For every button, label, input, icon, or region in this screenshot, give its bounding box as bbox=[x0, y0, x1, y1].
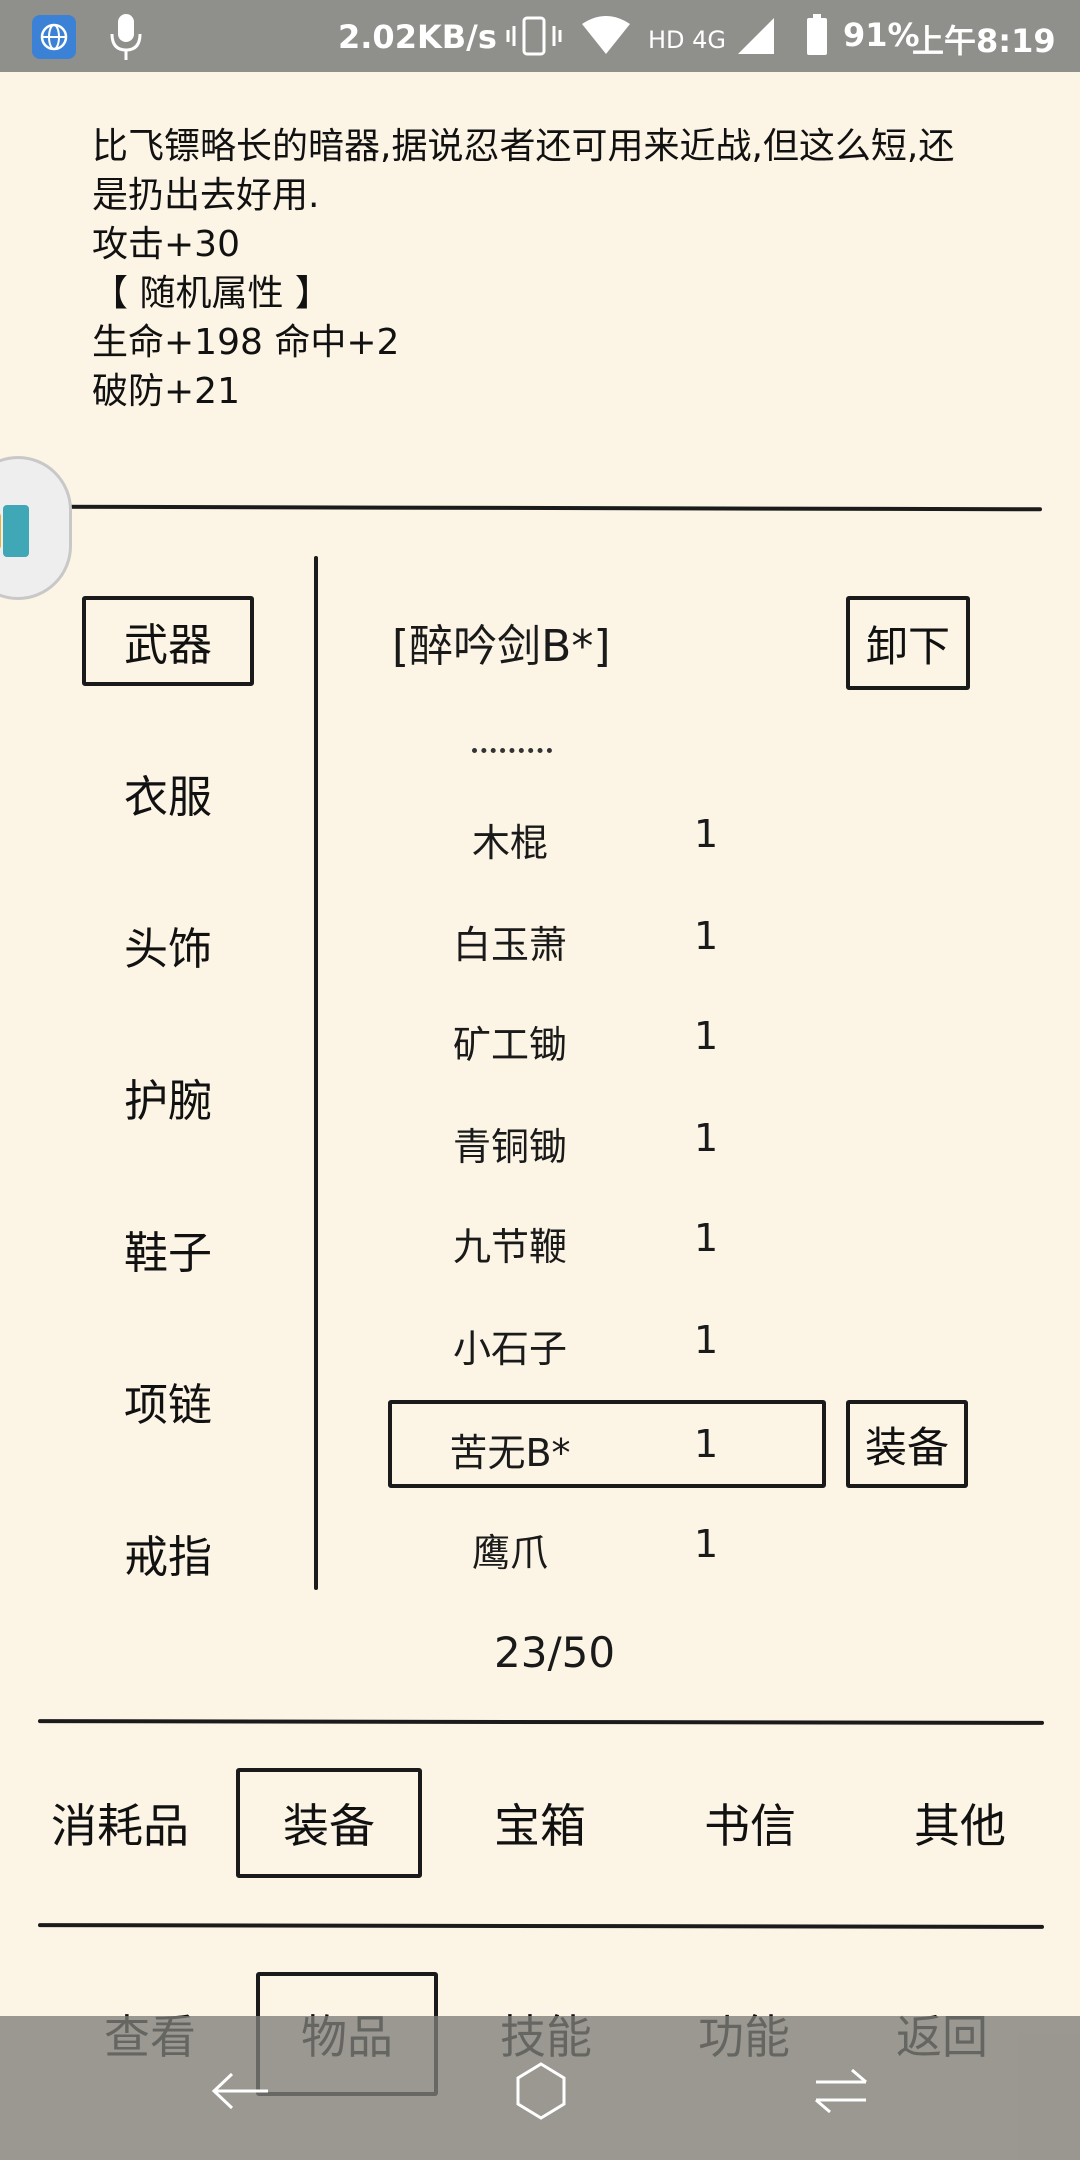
list-item[interactable]: 鹰爪 1 bbox=[388, 1500, 828, 1588]
item-quantity: 1 bbox=[694, 1422, 719, 1466]
list-item[interactable]: 青铜锄 1 bbox=[388, 1094, 828, 1182]
slot-label: 鞋子 bbox=[124, 1228, 212, 1279]
floating-assistant-mark bbox=[0, 513, 1, 549]
list-item-selected[interactable]: 苦无B* 1 bbox=[388, 1400, 826, 1488]
equipped-item-name: [醉吟剑B*] bbox=[392, 621, 611, 672]
recent-apps-icon[interactable] bbox=[806, 2056, 876, 2126]
tab-others[interactable]: 其他 bbox=[880, 1768, 1040, 1878]
vibrate-icon bbox=[506, 16, 562, 56]
divider-bottom bbox=[37, 1923, 1045, 1929]
slot-bracer[interactable]: 护腕 bbox=[82, 1052, 254, 1142]
item-name: 青铜锄 bbox=[452, 1125, 567, 1169]
network-speed: 2.02KB/s bbox=[338, 18, 497, 56]
list-item[interactable]: 白玉萧 1 bbox=[388, 892, 828, 980]
item-quantity: 1 bbox=[694, 1216, 719, 1260]
microphone-icon bbox=[110, 14, 142, 60]
equip-button[interactable]: 装备 bbox=[846, 1400, 968, 1488]
slot-shoes[interactable]: 鞋子 bbox=[82, 1204, 254, 1294]
floating-assistant-icon[interactable] bbox=[0, 456, 72, 600]
slot-label: 衣服 bbox=[124, 772, 212, 823]
item-name: 九节鞭 bbox=[452, 1225, 567, 1269]
battery-icon bbox=[807, 14, 827, 55]
item-name: 白玉萧 bbox=[452, 923, 567, 967]
tab-consumables[interactable]: 消耗品 bbox=[40, 1768, 200, 1878]
list-item[interactable]: 九节鞭 1 bbox=[388, 1194, 828, 1282]
unequip-label: 卸下 bbox=[865, 622, 950, 670]
clock: 上午8:19 bbox=[912, 22, 1056, 60]
slot-label: 戒指 bbox=[124, 1532, 212, 1583]
navigation-bar bbox=[0, 2016, 1080, 2160]
random-stat-line: 破防+21 bbox=[92, 371, 240, 412]
equip-label: 装备 bbox=[864, 1423, 949, 1471]
browser-app-icon bbox=[32, 15, 76, 59]
item-quantity: 1 bbox=[694, 1116, 719, 1160]
slot-headwear[interactable]: 头饰 bbox=[82, 900, 254, 990]
battery-percent: 91% bbox=[843, 16, 920, 54]
item-name: 木棍 bbox=[471, 821, 548, 865]
random-stat-line: 生命+198 命中+2 bbox=[92, 322, 400, 363]
inventory-count: 23/50 bbox=[494, 1628, 616, 1677]
item-name: 苦无B* bbox=[449, 1431, 571, 1475]
description-line: 是扔出去好用. bbox=[92, 175, 320, 216]
tab-equipment[interactable]: 装备 bbox=[236, 1768, 422, 1878]
home-icon[interactable] bbox=[506, 2056, 576, 2126]
status-bar: 2.02KB/s HD 4G 91% 上午8:19 bbox=[0, 0, 1080, 72]
slot-label: 护腕 bbox=[124, 1076, 212, 1127]
tab-label: 其他 bbox=[914, 1799, 1006, 1853]
slot-necklace[interactable]: 项链 bbox=[82, 1356, 254, 1446]
divider-middle bbox=[37, 1719, 1045, 1725]
tab-label: 装备 bbox=[283, 1799, 375, 1853]
scrolled-item-fragment bbox=[472, 748, 552, 754]
tab-label: 宝箱 bbox=[494, 1799, 586, 1853]
slot-label: 武器 bbox=[124, 620, 212, 671]
item-quantity: 1 bbox=[694, 1318, 719, 1362]
slot-ring[interactable]: 戒指 bbox=[82, 1508, 254, 1598]
tab-treasure-chests[interactable]: 宝箱 bbox=[460, 1768, 620, 1878]
list-item[interactable]: 小石子 1 bbox=[388, 1296, 828, 1384]
slot-weapon[interactable]: 武器 bbox=[82, 596, 254, 686]
random-attributes-heading: 【 随机属性 】 bbox=[92, 273, 331, 314]
tab-label: 书信 bbox=[704, 1799, 796, 1853]
item-description: 比飞镖略长的暗器,据说忍者还可用来近战,但这么短,还 是扔出去好用. 攻击+30… bbox=[92, 122, 1022, 416]
item-quantity: 1 bbox=[694, 1014, 719, 1058]
back-arrow-icon[interactable] bbox=[206, 2056, 276, 2126]
slot-label: 项链 bbox=[124, 1380, 212, 1431]
attack-stat: 攻击+30 bbox=[92, 224, 240, 265]
item-name: 小石子 bbox=[452, 1327, 567, 1371]
item-quantity: 1 bbox=[694, 1522, 719, 1566]
tab-letters[interactable]: 书信 bbox=[670, 1768, 830, 1878]
signal-icon bbox=[738, 18, 774, 54]
unequip-button[interactable]: 卸下 bbox=[846, 596, 970, 690]
item-name: 矿工锄 bbox=[452, 1023, 567, 1067]
item-name: 鹰爪 bbox=[471, 1531, 548, 1575]
tab-label: 消耗品 bbox=[51, 1799, 189, 1853]
slot-clothes[interactable]: 衣服 bbox=[82, 748, 254, 838]
divider-vertical bbox=[314, 556, 318, 1590]
slot-label: 头饰 bbox=[124, 924, 212, 975]
floating-assistant-mark bbox=[3, 505, 29, 557]
divider-top bbox=[39, 504, 1043, 512]
list-item[interactable]: 木棍 1 bbox=[388, 790, 828, 878]
item-quantity: 1 bbox=[694, 914, 719, 958]
description-line: 比飞镖略长的暗器,据说忍者还可用来近战,但这么短,还 bbox=[92, 126, 955, 167]
network-type: HD 4G bbox=[648, 26, 727, 54]
wifi-icon bbox=[582, 16, 630, 54]
list-item[interactable]: 矿工锄 1 bbox=[388, 992, 828, 1080]
item-quantity: 1 bbox=[694, 812, 719, 856]
